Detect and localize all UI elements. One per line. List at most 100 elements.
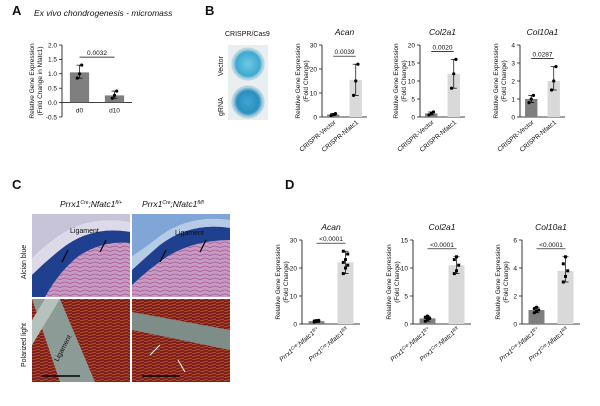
chart-a-ytick-label: 0.0 xyxy=(48,100,57,107)
col-label-fl-plus: Prrx1Cre;Nfatc1fl/+ xyxy=(60,199,122,209)
chart-d1-point-1-4 xyxy=(344,258,347,262)
alcian-blue-image-fl-plus: Ligament xyxy=(32,214,130,297)
chart-d2-ytick-label: 0 xyxy=(404,321,408,328)
chart-b1-point-1-1 xyxy=(354,79,358,83)
chart-b3-xtick-label-0: CRISPR-Vector xyxy=(496,119,536,154)
chart-d1-ytick-label: 20 xyxy=(290,265,298,272)
chart-b2-ytick-label: 15 xyxy=(408,60,416,67)
chart-d1-ytick-label: 30 xyxy=(290,237,298,244)
polarized-light-label: Polarized light xyxy=(21,323,28,367)
chart-b3-point-1-1 xyxy=(552,79,556,83)
chart-d1-point-1-3 xyxy=(341,260,345,264)
chart-d1-title: Acan xyxy=(320,222,341,232)
chart-d3-ytick-label: 0 xyxy=(513,321,517,328)
chart-d1-point-1-1 xyxy=(344,266,347,270)
chart-d1-ylabel: Relative Gene Expression(Fold Change) xyxy=(275,244,290,320)
chart-b2-point-0-2 xyxy=(431,110,436,114)
chart-d3-bar-1 xyxy=(557,270,574,324)
chart-b1-pvalue: 0.0039 xyxy=(335,49,355,56)
chart-a-xtick-label-1: d10 xyxy=(109,108,120,115)
chart-d2-title: Col2a1 xyxy=(429,222,456,232)
chart-b1-ytick-label: 30 xyxy=(310,42,318,49)
chart-b1-ytick-label: 20 xyxy=(310,66,318,73)
chart-d2-point-0-4 xyxy=(425,314,430,318)
grna-dish xyxy=(231,85,265,119)
chart-d2-bar-1 xyxy=(448,265,465,324)
chart-b1-bar-1 xyxy=(349,79,362,117)
chart-b1-ylabel: Relative Gene Expression(Fold Change) xyxy=(295,43,310,119)
chart-d2-ytick-label: 5 xyxy=(404,293,408,300)
chart-b1-xtick-label-0: CRISPR-Vector xyxy=(298,119,338,154)
chart-b3-ytick-label: 4 xyxy=(511,42,515,49)
chart-b1-point-1-2 xyxy=(356,62,360,66)
chart-d1-bar-1 xyxy=(337,262,354,324)
chart-b1-title: Acan xyxy=(334,27,355,37)
chart-a-ytick-label: 2.0 xyxy=(48,42,57,49)
chart-d1-point-1-0 xyxy=(341,272,345,276)
chart-b2-bar-1 xyxy=(447,73,460,117)
chart-d1-point-1-5 xyxy=(346,252,350,256)
chart-b2-ylabel: Relative Gene Expression(Fold Change) xyxy=(393,43,408,119)
chart-b2-point-1-1 xyxy=(452,72,456,76)
chart-b3-point-0-1 xyxy=(529,97,533,101)
chart-d3-point-0-4 xyxy=(534,305,539,309)
chart-b3-point-1-0 xyxy=(549,88,554,92)
chart-d2-point-1-4 xyxy=(455,255,458,259)
chart-b3-point-0-0 xyxy=(527,101,531,105)
chart-b3-point-1-2 xyxy=(554,65,558,69)
chart-a-point-1-0 xyxy=(110,96,114,100)
chart-b2-ytick-label: 20 xyxy=(408,42,416,49)
vector-dish xyxy=(231,47,265,81)
chart-a-bar-1 xyxy=(104,95,125,103)
chart-d3-point-1-1 xyxy=(564,274,567,278)
chart-b2-point-1-2 xyxy=(454,57,458,62)
vector-row-label: Vector xyxy=(218,55,225,76)
chart-b1-point-0-2 xyxy=(333,112,338,116)
chart-b2-pvalue: 0.0020 xyxy=(433,44,453,51)
chart-a-bar-0 xyxy=(69,72,90,103)
chart-d1-ytick-label: 10 xyxy=(290,293,298,300)
chart-b2-ytick-label: 0 xyxy=(411,114,415,121)
chart-b1-ytick-label: 0 xyxy=(313,114,317,121)
alcian-blue-image-fl-fl: Ligament xyxy=(132,214,230,297)
chart-a-point-0-2 xyxy=(80,63,84,67)
chart-d3-point-1-2 xyxy=(566,269,570,273)
chart-d3-ytick-label: 4 xyxy=(513,265,517,272)
chart-d3-bar-0 xyxy=(528,310,545,324)
col-label-fl-fl: Prrx1Cre;Nfatc1fl/fl xyxy=(142,199,205,209)
chart-d2-point-1-3 xyxy=(452,258,456,262)
chart-d1-pvalue: <0.0001 xyxy=(319,236,343,243)
chart-a-xtick-label-0: d0 xyxy=(76,108,84,115)
chart-d2-point-1-2 xyxy=(457,263,461,267)
chart-b3-point-0-2 xyxy=(531,93,536,97)
panel-letter-a: A xyxy=(12,3,22,18)
chart-a-point-0-0 xyxy=(75,76,79,80)
chart-d2-point-0-2 xyxy=(428,316,432,320)
chart-a-ytick-label: 1.0 xyxy=(48,71,57,78)
chart-a-ytick-label: 1.5 xyxy=(48,57,57,64)
grna-row-label: gRNA xyxy=(218,97,225,116)
chart-b2-point-1-0 xyxy=(449,86,454,90)
panel-letter-d: D xyxy=(285,177,294,192)
chart-a-pvalue: 0.0032 xyxy=(87,50,107,57)
chart-b2-ytick-label: 5 xyxy=(411,96,415,103)
chart-a-point-0-1 xyxy=(77,72,82,76)
chart-a-ytick-label: 0.5 xyxy=(48,86,57,93)
chart-d3-title: Col10a1 xyxy=(535,222,567,232)
chart-d3-point-1-4 xyxy=(564,255,567,259)
chart-a-ylabel: Relative Gene Expression(Fold Change in … xyxy=(29,43,44,119)
chart-b1-point-1-0 xyxy=(351,93,356,97)
chart-b3-pvalue: 0.0287 xyxy=(533,52,553,59)
alcian-blue-label: Alcian blue xyxy=(21,245,28,279)
chart-d2-point-1-0 xyxy=(452,272,456,276)
crispr-label: CRISPR/Cas9 xyxy=(225,31,270,38)
chart-d2-point-0-0 xyxy=(423,319,427,323)
chart-a-point-1-1 xyxy=(112,93,117,97)
ligament-label-1: Ligament xyxy=(70,228,99,235)
chart-d1-point-1-6 xyxy=(341,249,345,253)
chart-d2-ytick-label: 15 xyxy=(401,237,409,244)
chart-b3-ytick-label: 2 xyxy=(511,78,515,85)
polarized-image-fl-plus: Ligament xyxy=(32,299,130,382)
chart-b3-title: Col10a1 xyxy=(527,27,559,37)
